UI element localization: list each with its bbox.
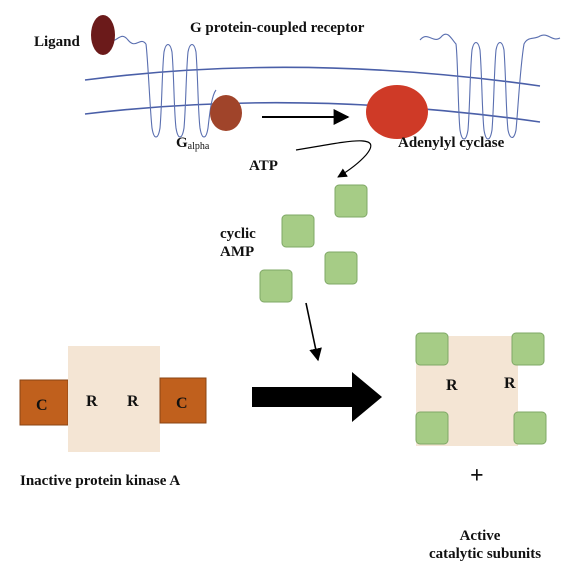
regulatory-subunit-right (87, 346, 160, 452)
catalytic-label-left: C (36, 397, 48, 414)
g-alpha-label-main: G (176, 135, 188, 151)
bound-camp (511, 332, 545, 366)
adenylyl-cyclase-enzyme (366, 85, 428, 139)
inactive-pka-label: Inactive protein kinase A (20, 473, 180, 489)
catalytic-subunit-left (19, 379, 69, 426)
bound-camp (513, 411, 547, 445)
plus-sign: + (470, 463, 484, 489)
gpcr-receptor-left (103, 35, 217, 138)
atp-label: ATP (249, 158, 278, 174)
bound-camp (415, 411, 449, 445)
regulatory-subunit-active-right (441, 336, 518, 446)
ligand-label: Ligand (34, 34, 81, 50)
atp-conversion-arrow (295, 140, 372, 178)
camp-label-line2: AMP (220, 244, 254, 260)
gpcr-label: G protein-coupled receptor (190, 20, 365, 36)
cell-membrane (84, 66, 541, 123)
camp-molecules (259, 184, 368, 303)
active-catalytic-label-line2: catalytic subunits (429, 546, 541, 562)
inactive-pka-complex: C R R C (19, 346, 207, 452)
regulatory-label-right: R (127, 393, 139, 410)
g-alpha-subunit (210, 95, 242, 131)
g-alpha-label-sub: alpha (188, 141, 210, 152)
adenylyl-cyclase-label: Adenylyl cyclase (398, 135, 505, 151)
camp-molecule (334, 184, 368, 218)
camp-molecule (281, 214, 315, 248)
regulatory-label-active-right: R (504, 375, 516, 392)
ligand-molecule (91, 15, 115, 55)
g-alpha-label: Galpha (176, 135, 210, 152)
catalytic-subunit-right (159, 377, 207, 424)
regulatory-label-left: R (86, 393, 98, 410)
activation-big-arrow (252, 372, 382, 422)
active-catalytic-label-line1: Active (460, 528, 501, 544)
catalytic-label-right: C (176, 395, 188, 412)
camp-molecule (324, 251, 358, 285)
gpcr-receptor-right (419, 33, 561, 140)
camp-molecule (259, 269, 293, 303)
active-pka-complex: R R (415, 332, 547, 446)
regulatory-label-active-left: R (446, 377, 458, 394)
camp-label-line1: cyclic (220, 226, 256, 242)
bound-camp (415, 332, 449, 366)
camp-binding-arrow (305, 302, 322, 362)
